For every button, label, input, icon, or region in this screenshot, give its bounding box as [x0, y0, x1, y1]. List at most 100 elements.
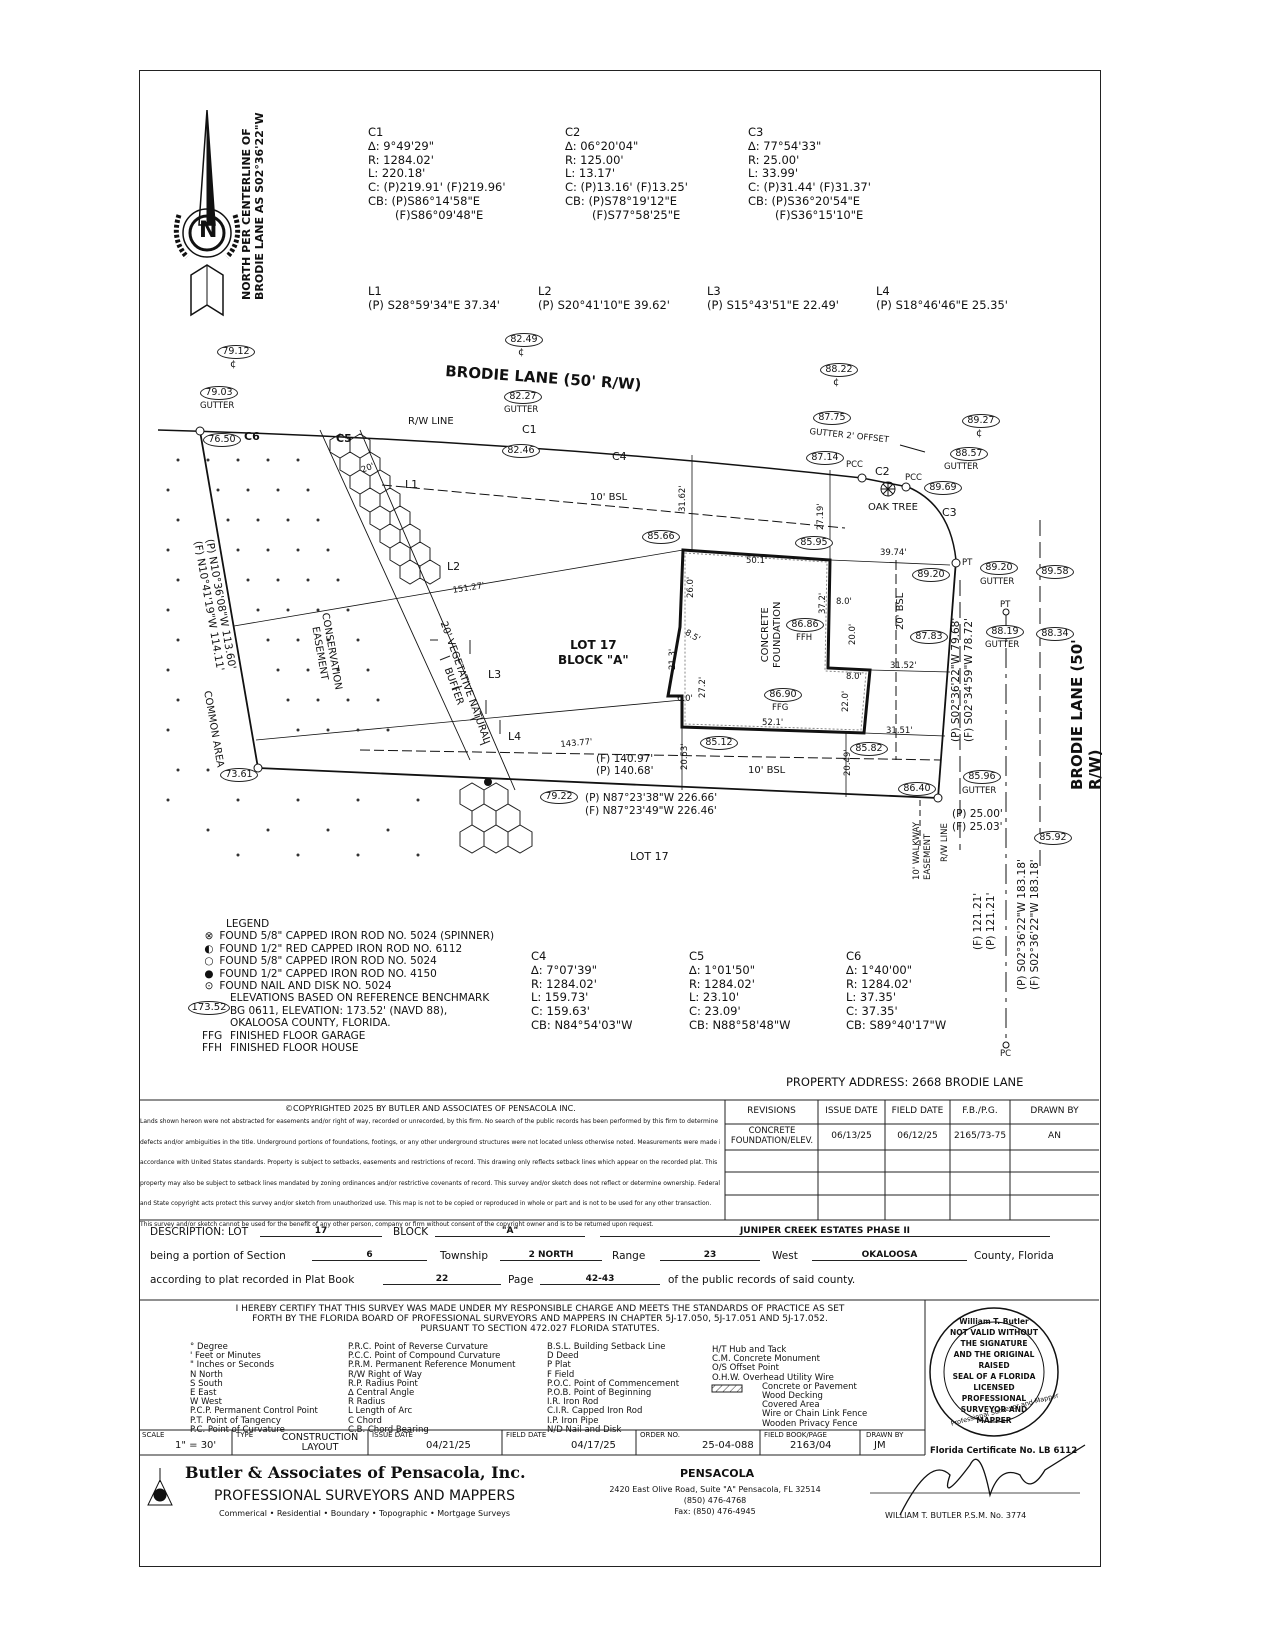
curve-c2-block: C2∆: 06°20'04"R: 125.00'L: 13.17'C: (P)1… — [565, 125, 688, 222]
bottom-bearing-label: (P) N87°23'38"W 226.66'(F) N87°23'49"W 2… — [585, 792, 718, 817]
desc-block-label: BLOCK — [393, 1226, 429, 1238]
dim-label: 20.53' — [680, 743, 690, 770]
l1-label: L1 — [405, 478, 419, 491]
type-label: TYPE — [236, 1431, 254, 1439]
desc-township: 2 NORTH — [500, 1250, 602, 1261]
dim-label: 27.19' — [816, 503, 826, 530]
elev-oval: 79.12 — [217, 345, 255, 359]
bsl-bottom-label: 10' BSL — [748, 765, 786, 776]
l3-label: L3 — [488, 668, 502, 681]
elev-oval: 87.75 — [813, 411, 851, 425]
gutter-label: GUTTER — [985, 640, 1020, 650]
issue-date-value: 04/21/25 — [426, 1440, 471, 1451]
dim-label: 27.2' — [698, 676, 708, 698]
elev-oval: 86.40 — [898, 782, 936, 796]
oak-tree-label: OAK TREE — [868, 502, 918, 513]
drawn-by-value: JM — [874, 1440, 886, 1451]
c1-label: C1 — [522, 423, 537, 436]
dim-label: 21.3' — [668, 648, 678, 670]
elev-oval: 88.19 — [986, 625, 1024, 639]
scale-label: SCALE — [142, 1431, 165, 1439]
elev-oval: 79.03 — [200, 386, 238, 400]
rev-cell: CONCRETE FOUNDATION/ELEV. — [730, 1126, 814, 1146]
rev-cell: 06/13/25 — [831, 1131, 872, 1141]
bsl-right-label: 20' BSL — [895, 592, 906, 630]
firm-name: Butler & Associates of Pensacola, Inc. — [185, 1463, 526, 1482]
bsl-top-label: 10' BSL — [590, 492, 628, 503]
survey-sheet — [139, 70, 1101, 1567]
centerline-mark: ¢ — [230, 359, 237, 370]
c4-label: C4 — [612, 450, 627, 463]
c6-label: C6 — [244, 430, 260, 443]
gutter-label: GUTTER — [200, 401, 235, 411]
north-letter: N — [199, 218, 218, 243]
elev-oval: 89.69 — [924, 481, 962, 495]
elev-oval: 76.50 — [203, 433, 241, 447]
desc-county: OKALOOSA — [812, 1250, 967, 1261]
desc-plat-book: 22 — [383, 1274, 501, 1285]
elev-oval: 86.90 — [764, 688, 802, 702]
desc-county-label: County, Florida — [974, 1250, 1054, 1262]
surveyor-seal — [929, 1307, 1059, 1437]
dim-label: 37.2' — [818, 592, 828, 614]
dim-label: 50.1' — [746, 556, 768, 566]
elev-oval: 79.22 — [540, 790, 578, 804]
scale-value: 1" = 30' — [175, 1440, 217, 1451]
elev-oval: 87.14 — [806, 451, 844, 465]
desc-west-label: West — [772, 1250, 798, 1262]
gutter-label: GUTTER — [504, 405, 539, 415]
legend: LEGEND ⊗ FOUND 5/8" CAPPED IRON ROD NO. … — [202, 918, 495, 1055]
elev-oval: 87.83 — [910, 630, 948, 644]
right-183-label: (P) S02°36'22"W 183.18'(F) S02°36'22"W 1… — [1016, 859, 1041, 990]
elev-oval: 82.27 — [504, 390, 542, 404]
desc-township-label: Township — [440, 1250, 489, 1262]
desc-block: "A" — [435, 1226, 585, 1237]
centerline-mark: ¢ — [518, 347, 525, 358]
north-arrow-icon — [173, 109, 241, 317]
property-address: PROPERTY ADDRESS: 2668 BRODIE LANE — [786, 1075, 1024, 1089]
copyright: ©COPYRIGHTED 2025 BY BUTLER AND ASSOCIAT… — [285, 1104, 576, 1113]
rev-cell: 06/12/25 — [897, 1131, 938, 1141]
l2-label: L2 — [447, 560, 461, 573]
elev-oval: 89.20 — [912, 568, 950, 582]
signature — [870, 1444, 1086, 1516]
elev-oval: 85.92 — [1034, 831, 1072, 845]
line-l4: L4(P) S18°46'46"E 25.35' — [876, 284, 1008, 312]
desc-section: 6 — [312, 1250, 427, 1261]
curve-c3-block: C3∆: 77°54'33"R: 25.00'L: 33.99'C: (P)31… — [748, 125, 871, 222]
desc-range-label: Range — [612, 1250, 646, 1262]
dim-label: 6.0' — [677, 694, 693, 704]
centerline-mark: ¢ — [833, 377, 840, 388]
centerline-mark: ¢ — [976, 428, 983, 439]
desc-page-label: Page — [508, 1274, 534, 1286]
ffg-label: FFG — [772, 703, 789, 713]
dim-label: 52.1' — [762, 718, 784, 728]
desc-portion-label: being a portion of Section — [150, 1250, 286, 1262]
curve-c1-block: C1∆: 9°49'29"R: 1284.02'L: 220.18'C: (P)… — [368, 125, 506, 222]
dim-label: 8.0' — [846, 672, 862, 682]
pt-label: PT — [1000, 600, 1011, 610]
order-value: 25-04-088 — [702, 1440, 754, 1451]
rev-header: DRAWN BY — [1030, 1106, 1079, 1116]
firm-office: PENSACOLA — [680, 1467, 755, 1480]
order-label: ORDER NO. — [640, 1431, 680, 1439]
elev-oval: 86.86 — [786, 618, 824, 632]
bottom-distance-label: (F) 140.97'(P) 140.68' — [596, 753, 654, 777]
signer-name: WILLIAM T. BUTLER P.S.M. No. 3774 — [885, 1511, 1027, 1520]
elev-oval: 89.27 — [962, 414, 1000, 428]
ffh-label: FFH — [796, 633, 813, 643]
rev-cell: AN — [1048, 1131, 1061, 1141]
elev-oval: 85.95 — [795, 536, 833, 550]
issue-date-label: ISSUE DATE — [372, 1431, 413, 1439]
field-book-value: 2163/04 — [790, 1440, 832, 1451]
right-121-label: (F) 121.21'(P) 121.21' — [972, 892, 997, 951]
rw-line-vertical-label: R/W LINE — [940, 823, 950, 862]
elev-oval: 82.46 — [502, 444, 540, 458]
gutter-label: GUTTER — [980, 577, 1015, 587]
firm-contact: 2420 East Olive Road, Suite "A" Pensacol… — [609, 1485, 821, 1516]
elev-oval: 85.82 — [850, 742, 888, 756]
